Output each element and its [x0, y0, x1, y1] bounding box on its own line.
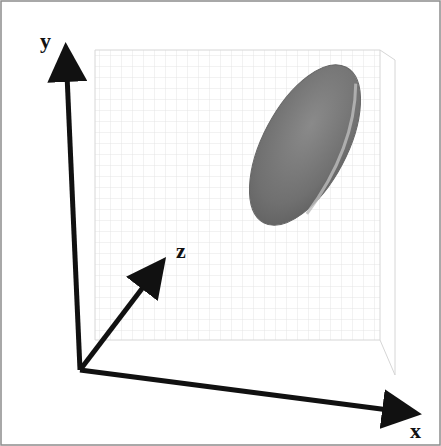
x-axis — [80, 370, 412, 413]
y-axis-label: y — [40, 30, 51, 52]
x-axis-label: x — [410, 420, 421, 442]
ellipsoid — [227, 48, 384, 243]
y-axis — [66, 52, 80, 370]
z-axis-label: z — [176, 240, 186, 262]
z-axis — [80, 265, 160, 370]
